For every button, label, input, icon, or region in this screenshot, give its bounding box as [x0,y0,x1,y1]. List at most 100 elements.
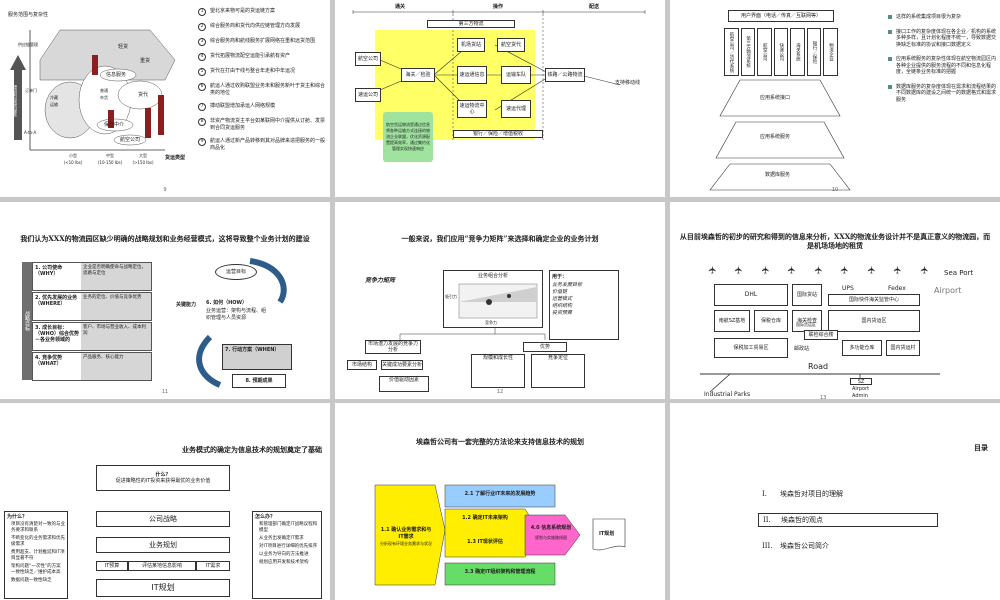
shape-label-insurance: 保险中介 [104,122,125,128]
tenant-bonded-processing: 保税加工贸易区 [714,338,788,358]
toc-item-3[interactable]: III.埃森哲公司简介 [758,539,938,553]
service-scope-chart [10,29,176,151]
why-item: 费用超支、计划推延和IT项目显著不符 [11,550,65,561]
list-item: 价值链 [552,289,568,295]
airplane-icon: ✈ [893,265,905,275]
toc-item-2[interactable]: II.埃森哲的观点 [758,513,938,527]
shape-label-heavy: 重货 [140,58,151,64]
what-box: 什么？ 促进策略性的IT投资来获得最优的业务价值 [96,465,230,491]
x-tick-1: 中型 (10-150 lbs) [97,153,123,165]
complexity-bullet: 这样的系统集成项目很为复杂 [888,14,996,21]
system-column: 银行／保险 [806,28,822,76]
tenant-domestic-village: 国内货运村 [886,340,920,356]
step-2-1: 2.1 了解行业IT未来的发展趋势 [464,491,536,497]
item-text: 综合服务商和航线服务扩展网络在重和远货范围 [210,38,316,44]
bullet-square-icon [888,57,892,61]
action-plan-title: 7. 行动方案（WHEN） [225,347,280,353]
why-item: 项目没有清楚对一致的与业务要求和联系 [11,522,65,533]
tenant-post: 邮政站 [794,346,810,352]
item-number-circle: 1 [198,8,206,16]
slide-thumbnail-11[interactable]: 我们认为XXX的物流园区缺少明确的战略规划和业务经营模式，这将导致整个业务计划的… [0,202,330,399]
complexity-bullet: 接口工作的复杂度体现在各企业／机构的系统多种多样，且计划化程度不统一，导致数据交… [888,29,996,49]
step-3-3: 3.3 确定IT组织架构和管理流程 [464,569,536,575]
item-number-circle: 2 [198,23,206,31]
tenant-customs-inspect: 海关检查 [792,310,822,332]
system-column: 海关系统 [790,28,805,76]
shape-label-forwarder: 货代 [138,92,149,98]
tenant-dhl: DHL [714,284,788,306]
toc-item-1[interactable]: I.埃森哲对项目的理解 [758,487,938,501]
complexity-bullet: 数据库服务的复杂度体现在需求和流程结果的不同数据库的建设之间统一的数据格式和需求… [888,84,996,104]
strategy-step: 2. 优先发展的业务（WHERE）业务的定位、价值与竞争优势 [32,292,152,321]
node-air-forwarder: 航空货代 [497,38,525,52]
slide-thumbnail-10a[interactable]: 通关 操作 配送 第三方物流 航空公司 机场货站 航空货代 海关／检验 速运通信… [335,0,665,197]
layer-service: 应用系统服务 [760,134,791,140]
slide-thumbnail-14[interactable]: 业务模式的确定为信息技术的规划奠定了基础 什么？ 促进策略性的IT投资来获得最优… [0,403,330,600]
toc-label: 埃森哲对项目的理解 [780,490,843,498]
page-number: 12 [496,389,504,395]
slide-thumbnail-13[interactable]: 从目前埃森哲的初步的研究和得到的信息来分析，XXX的物流业务设计并不是真正意义的… [670,202,1000,399]
airplane-icon: ✈ [840,265,852,275]
slide-title: 业务模式的确定为信息技术的规划奠定了基础 [182,445,322,454]
numbered-item: 2 综合服务商和货代向供应链管理方向发展 [198,23,326,31]
y-tick-2: A-to-A [24,130,37,135]
tenant-domestic-cargo: 国内货运区 [828,310,920,332]
action-plan-box: 7. 行动方案（WHEN） [222,344,292,370]
col-header-customs: 通关 [395,4,406,10]
methodology-diagram [374,484,581,586]
step-4-0: 4.0 信息系统规划 [530,525,572,531]
list-item: 运营模式 [552,296,573,302]
item-number-circle: 7 [198,103,206,111]
step-title: 4. 竞争优势（WHAT） [33,353,81,380]
slide-title: 我们认为XXX的物流园区缺少明确的战略规划和业务经营模式，这将导致整个业务计划的… [20,234,310,243]
it-plan-doc-label: IT规划 [599,531,615,537]
strategy-goal-sidebar: 战略目标 [22,262,32,380]
airplane-icon: ✈ [813,265,825,275]
slide-thumbnail-10[interactable]: 用户界面（电话／传真／互联网等） 航空公司／货代系统第三方物流系统航空公司快递公… [670,0,1000,197]
y-axis-label: 增加附加值的服务 [13,85,18,117]
system-pyramid [709,79,851,191]
node-logistics-center: 速运物流中心 [457,100,487,118]
slide-title: 服务范围与复杂性 [8,12,49,18]
operation-goal-bubble: 运营目标 [215,264,257,280]
node-competitive-position: 竞争定位 [531,354,585,388]
slide-title: 一般来说，我们应用“竞争力矩阵”来选择和确定企业的业务计划 [401,234,599,243]
step-1-3: 1.3 IT现状评估 [467,539,503,545]
slide-thumbnail-15[interactable]: 埃森哲公司有一套完整的方法论来支持信息技术的规划 1.1 确认业务需求和与IT需… [335,403,665,600]
y-tick-1: 订单门 [25,88,37,93]
item-text: 货代在打由干线与整合年走和中年运况 [210,68,296,74]
layer-database: 数据库服务 [765,172,791,178]
industrial-parks-label: Industrial Parks [704,391,751,398]
slide-thumbnail-12[interactable]: 一般来说，我们应用“竞争力矩阵”来选择和确定企业的业务计划 竞争力矩阵 业务组合… [335,202,665,399]
y-tick-0: 供应链管理 [18,42,38,47]
expected-results-box: 8. 预期成果 [232,374,286,388]
how-item: 规划应用开发和技术架构 [259,560,309,565]
shape-label-airline: 航空公司 [120,137,141,143]
tenant-intl-cargo: 国际货站 [792,284,822,306]
slide-thumbnail-9[interactable]: 服务范围与复杂性 增加附加值的服务 供应链管理 订单门 A-to-A 轻货 冷藏… [0,0,330,197]
step-title: 3. 成长目标：（WHO）综合优势－各业务领域的 [33,323,81,350]
step-title: 1. 公司使命（WHY） [33,263,81,290]
bullet-square-icon [888,84,892,89]
step-4-0-desc: 规划与实施路线图 [535,535,567,540]
complexity-bullet: 应用系统服务的复杂性体现在航空物流园区内各种企业提供的服务流程的不同和信息化程度… [888,56,996,76]
step-desc: 业务的定位、价值与竞争优势 [81,293,151,320]
page-number: 11 [161,389,169,395]
item-text: 望北京来物可是的货运链方案 [210,8,276,14]
key-capability-label: 关键能力 [176,302,197,308]
how-title: 6. 如何（HOW） [206,300,248,306]
portfolio-chart-title: 业务组合分析 [477,273,508,279]
sz-admin-label: Airport Admin Bldgs. [852,386,870,399]
shape-label-cold: 冷藏运输 [50,95,58,107]
why-list: 项目没有清楚对一致的与业务要求和联系不断变化的业务需求和优先级需求费用超支、计划… [7,520,65,584]
logistics-flow-diagram [352,10,646,140]
node-market-competitiveness: 市场潜力发展的竞争力分析 [365,340,421,354]
item-text: 综合服务商和货代向供应链管理方向发展 [210,23,301,29]
node-airline: 航空公司 [355,52,381,66]
node-courier: 速运公司 [355,88,381,102]
